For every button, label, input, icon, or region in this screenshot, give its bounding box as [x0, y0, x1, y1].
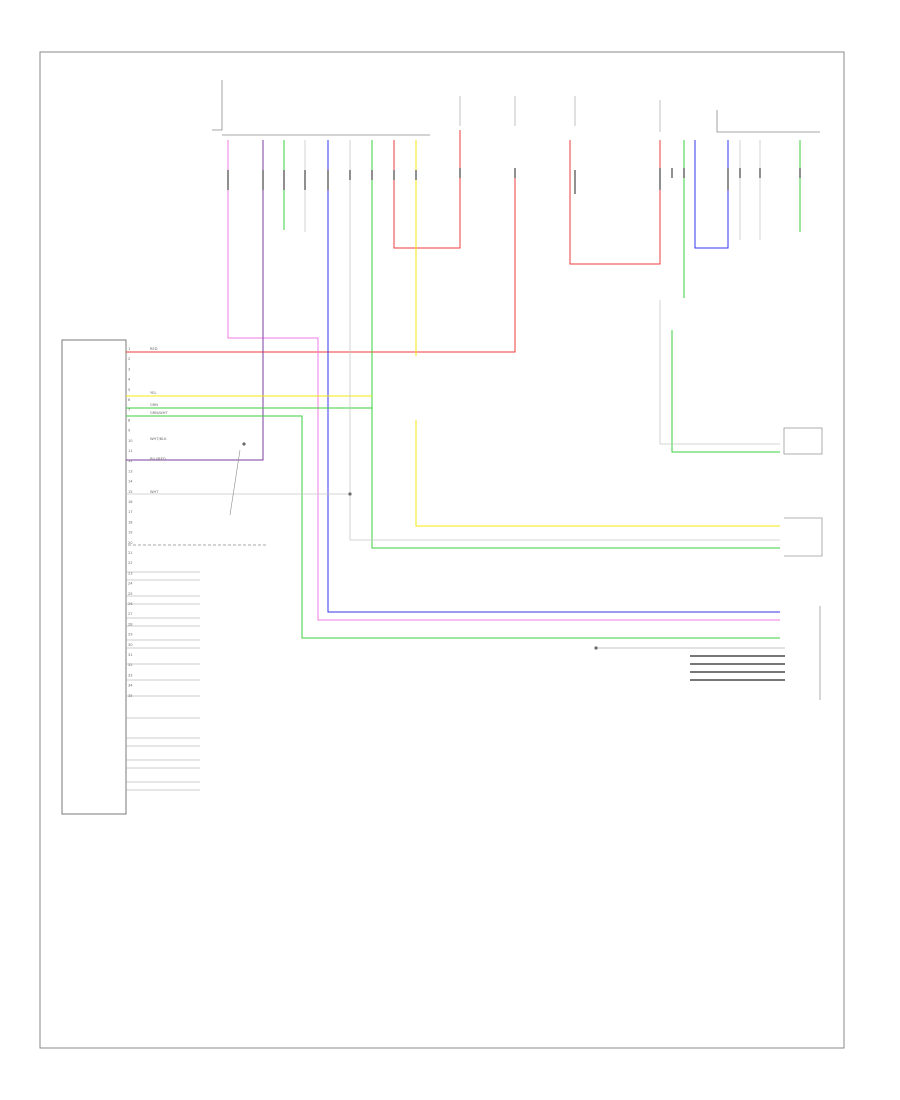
wire-violet — [126, 140, 264, 461]
tcm-pin-1: 1 — [128, 347, 130, 351]
wire-gray — [126, 140, 780, 541]
tcm-pin-34: 34 — [128, 684, 133, 688]
tcm-pin-15: 15 — [128, 490, 133, 494]
tcm-pin-11: 11 — [128, 449, 133, 453]
engine-control-module-1 — [783, 427, 823, 455]
trans-solenoids — [126, 571, 200, 791]
tcm-pin-18: 18 — [128, 520, 133, 524]
tcm-pins: 1234567891011121314151617181920212223242… — [128, 347, 133, 698]
diagram-frame — [39, 51, 845, 1049]
engine-control-module-2 — [784, 517, 823, 557]
tcm-pin-20: 20 — [128, 541, 133, 545]
tcm-pin-27: 27 — [128, 612, 133, 616]
tcm-pin-28: 28 — [128, 622, 133, 626]
fuse-group — [459, 96, 820, 133]
tcm-pin-16: 16 — [128, 500, 133, 504]
wire-label-grn-wht: GRN/WHT — [150, 411, 168, 415]
wire-label-red: RED — [150, 347, 158, 351]
fuse-box-main — [212, 80, 430, 136]
tcm-pin-3: 3 — [128, 367, 130, 371]
wire-label-yel: YEL — [150, 391, 156, 395]
tcm-pin-14: 14 — [128, 480, 133, 484]
tcm-pin-24: 24 — [128, 582, 133, 586]
tcm-pin-19: 19 — [128, 531, 133, 535]
tcm-pin-6: 6 — [128, 398, 131, 402]
tcm-pin-29: 29 — [128, 633, 133, 637]
wire-pink — [227, 140, 780, 621]
wire-label-wht-blk: WHT/BLK — [150, 437, 167, 441]
wire-blue-2 — [694, 140, 729, 249]
tcm-pin-31: 31 — [128, 653, 133, 657]
tcm-pin-22: 22 — [128, 561, 133, 565]
shift-interlock-wires — [690, 655, 785, 681]
tcm-pin-4: 4 — [128, 378, 131, 382]
splice-points — [242, 442, 598, 650]
wire-label-grn: GRN — [150, 403, 158, 407]
tcm-pin-23: 23 — [128, 571, 133, 575]
tcm-pin-30: 30 — [128, 643, 133, 647]
tcm-pin-17: 17 — [128, 510, 133, 514]
wire-yellow — [126, 140, 780, 527]
top-connectors — [227, 168, 801, 194]
tcm-pin-7: 7 — [128, 408, 130, 412]
tcm-pin-10: 10 — [128, 439, 133, 443]
tcm-pin-13: 13 — [128, 469, 133, 473]
tcm-pin-32: 32 — [128, 663, 133, 667]
tcm-pin-25: 25 — [128, 592, 133, 596]
wire-green — [126, 140, 801, 639]
wire-label-blu-red: BLU/RED — [150, 457, 166, 461]
tcm-pin-12: 12 — [128, 459, 133, 463]
tcm-pin-5: 5 — [128, 388, 130, 392]
tcm-pin-21: 21 — [128, 551, 133, 555]
tcm-pin-8: 8 — [128, 418, 131, 422]
wire-blue — [327, 140, 780, 613]
wire-red-tcm — [126, 130, 661, 353]
wire-label-wht: WHT — [150, 490, 159, 494]
tcm-pin-2: 2 — [128, 357, 130, 361]
transmission-control-module — [61, 339, 127, 815]
tcm-pin-33: 33 — [128, 673, 133, 677]
tcm-pin-9: 9 — [128, 429, 131, 433]
